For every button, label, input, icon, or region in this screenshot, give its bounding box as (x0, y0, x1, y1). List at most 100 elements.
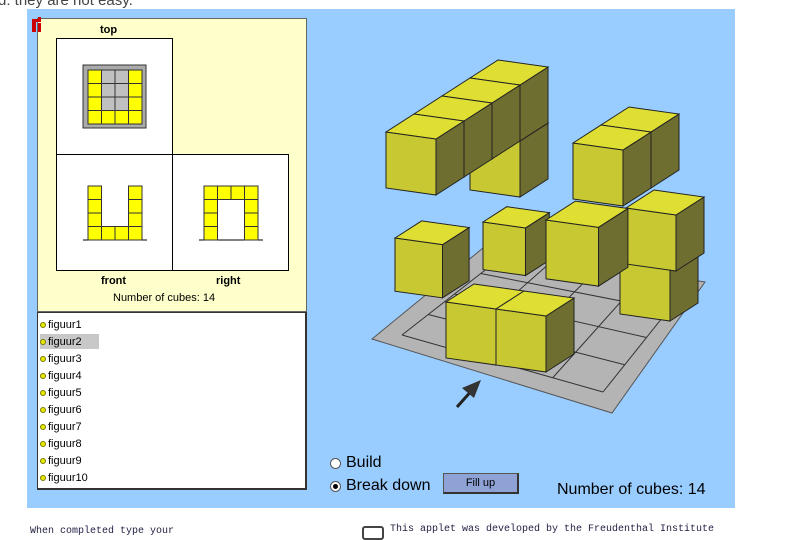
top-view-cell (87, 96, 102, 111)
3d-cube-scene[interactable] (340, 50, 720, 420)
figure-list-item-label: figuur2 (48, 335, 82, 348)
cube-front-face (394, 237, 443, 299)
top-view-cell (128, 96, 143, 111)
cube-top-face (481, 206, 551, 229)
right-view-cell (203, 226, 218, 241)
figure-list-item-label: figuur7 (48, 421, 82, 434)
front-view-cell (128, 185, 143, 200)
top-view-cell (101, 69, 116, 84)
cube (544, 200, 630, 288)
figure-bullet-icon (40, 389, 46, 396)
top-view-cell (114, 110, 129, 125)
top-view-cell (101, 83, 116, 98)
figure-list-item[interactable]: figuur4 (40, 368, 86, 383)
figure-bullet-icon (40, 338, 46, 345)
build-radio[interactable]: Build (330, 454, 382, 472)
top-view-cell (128, 83, 143, 98)
figure-list-item[interactable]: figuur2 (40, 334, 99, 350)
figure-bullet-icon (40, 355, 46, 362)
cube (481, 206, 551, 277)
top-view-cell (87, 69, 102, 84)
right-view-label: right (216, 275, 241, 287)
figure-list-item[interactable]: figuur3 (40, 351, 86, 366)
cube-top-face (384, 113, 466, 140)
right-view-cell (203, 212, 218, 227)
top-view-cell (87, 83, 102, 98)
front-view-cell (87, 212, 102, 227)
top-view-label: top (100, 24, 118, 36)
figure-bullet-icon (40, 458, 46, 465)
top-view-cell (128, 110, 143, 125)
right-view-cell (244, 212, 259, 227)
cube (494, 290, 576, 373)
figure-list-item-label: figuur10 (48, 472, 88, 485)
top-view-cell (101, 110, 116, 125)
front-view (56, 154, 173, 271)
front-view-cell (128, 226, 143, 241)
cube-top-face (544, 200, 630, 228)
cube-front-face (495, 308, 547, 373)
figure-bullet-icon (40, 424, 46, 431)
figure-list-item[interactable]: figuur5 (40, 385, 86, 400)
build-radio-button[interactable] (330, 457, 341, 469)
front-view-cell (128, 199, 143, 214)
break-down-radio-button[interactable] (330, 480, 341, 492)
build-radio-label: Build (346, 454, 382, 471)
right-view-drawing (199, 185, 263, 241)
figure-list-item[interactable]: figuur8 (40, 437, 86, 452)
top-view-cell (114, 83, 129, 98)
front-view-cell (114, 226, 129, 241)
right-view-cell (217, 185, 232, 200)
top-view-cell (114, 69, 129, 84)
front-view-cell (87, 199, 102, 214)
figure-list-item-label: figuur8 (48, 438, 82, 451)
figure-list[interactable]: figuur1 figuur2 figuur3 figuur4 figuur5 figuu… (37, 312, 307, 490)
figure-list-item[interactable]: figuur1 (40, 317, 86, 332)
top-view-cell (114, 96, 129, 111)
page-intro-text: d: they are not easy. (0, 0, 133, 9)
cube (624, 189, 706, 272)
info-checkbox[interactable] (362, 526, 384, 540)
figure-list-item-label: figuur6 (48, 404, 82, 416)
break-down-radio[interactable]: Break down (330, 477, 431, 495)
fill-up-button[interactable]: Fill up (443, 473, 519, 494)
figure-bullet-icon (40, 475, 46, 482)
right-view-cell (244, 199, 259, 214)
cube-top-face (494, 290, 576, 317)
cube-top-face (571, 124, 653, 151)
top-view (56, 38, 173, 155)
figure-bullet-icon (40, 321, 46, 328)
right-view (172, 154, 289, 271)
top-view-drawing (82, 64, 147, 129)
figure-list-item[interactable]: figuur6 (40, 403, 86, 418)
cube (571, 124, 653, 207)
cube-front-face (482, 221, 526, 277)
right-view-cell (230, 185, 245, 200)
cube (393, 220, 471, 299)
cube-count: Number of cubes: 14 (557, 481, 706, 498)
views-cube-count: Number of cubes: 14 (113, 292, 216, 304)
top-view-cell (101, 96, 116, 111)
figure-list-item-label: figuur5 (48, 386, 82, 399)
front-view-drawing (83, 185, 147, 241)
view-direction-arrowhead-icon (462, 380, 481, 398)
right-view-cell (244, 226, 259, 241)
figure-list-item-label: figuur9 (48, 455, 82, 468)
cube-top-face (624, 189, 706, 216)
top-view-cell (87, 110, 102, 125)
cube-front-face (445, 301, 497, 366)
applet-logo-icon (32, 17, 41, 32)
front-view-cell (87, 185, 102, 200)
front-view-cell (128, 212, 143, 227)
front-view-label: front (101, 275, 127, 287)
credit-text: This applet was developed by the Freuden… (390, 524, 715, 535)
figure-bullet-icon (40, 372, 46, 379)
cube-front-face (545, 219, 599, 287)
figure-list-item[interactable]: figuur10 (40, 471, 92, 486)
figure-bullet-icon (40, 441, 46, 448)
figure-list-item[interactable]: figuur9 (40, 454, 86, 469)
cube-front-face (385, 131, 437, 196)
figure-bullet-icon (40, 407, 46, 413)
top-view-cell (128, 69, 143, 84)
figure-list-item[interactable]: figuur7 (40, 420, 86, 435)
